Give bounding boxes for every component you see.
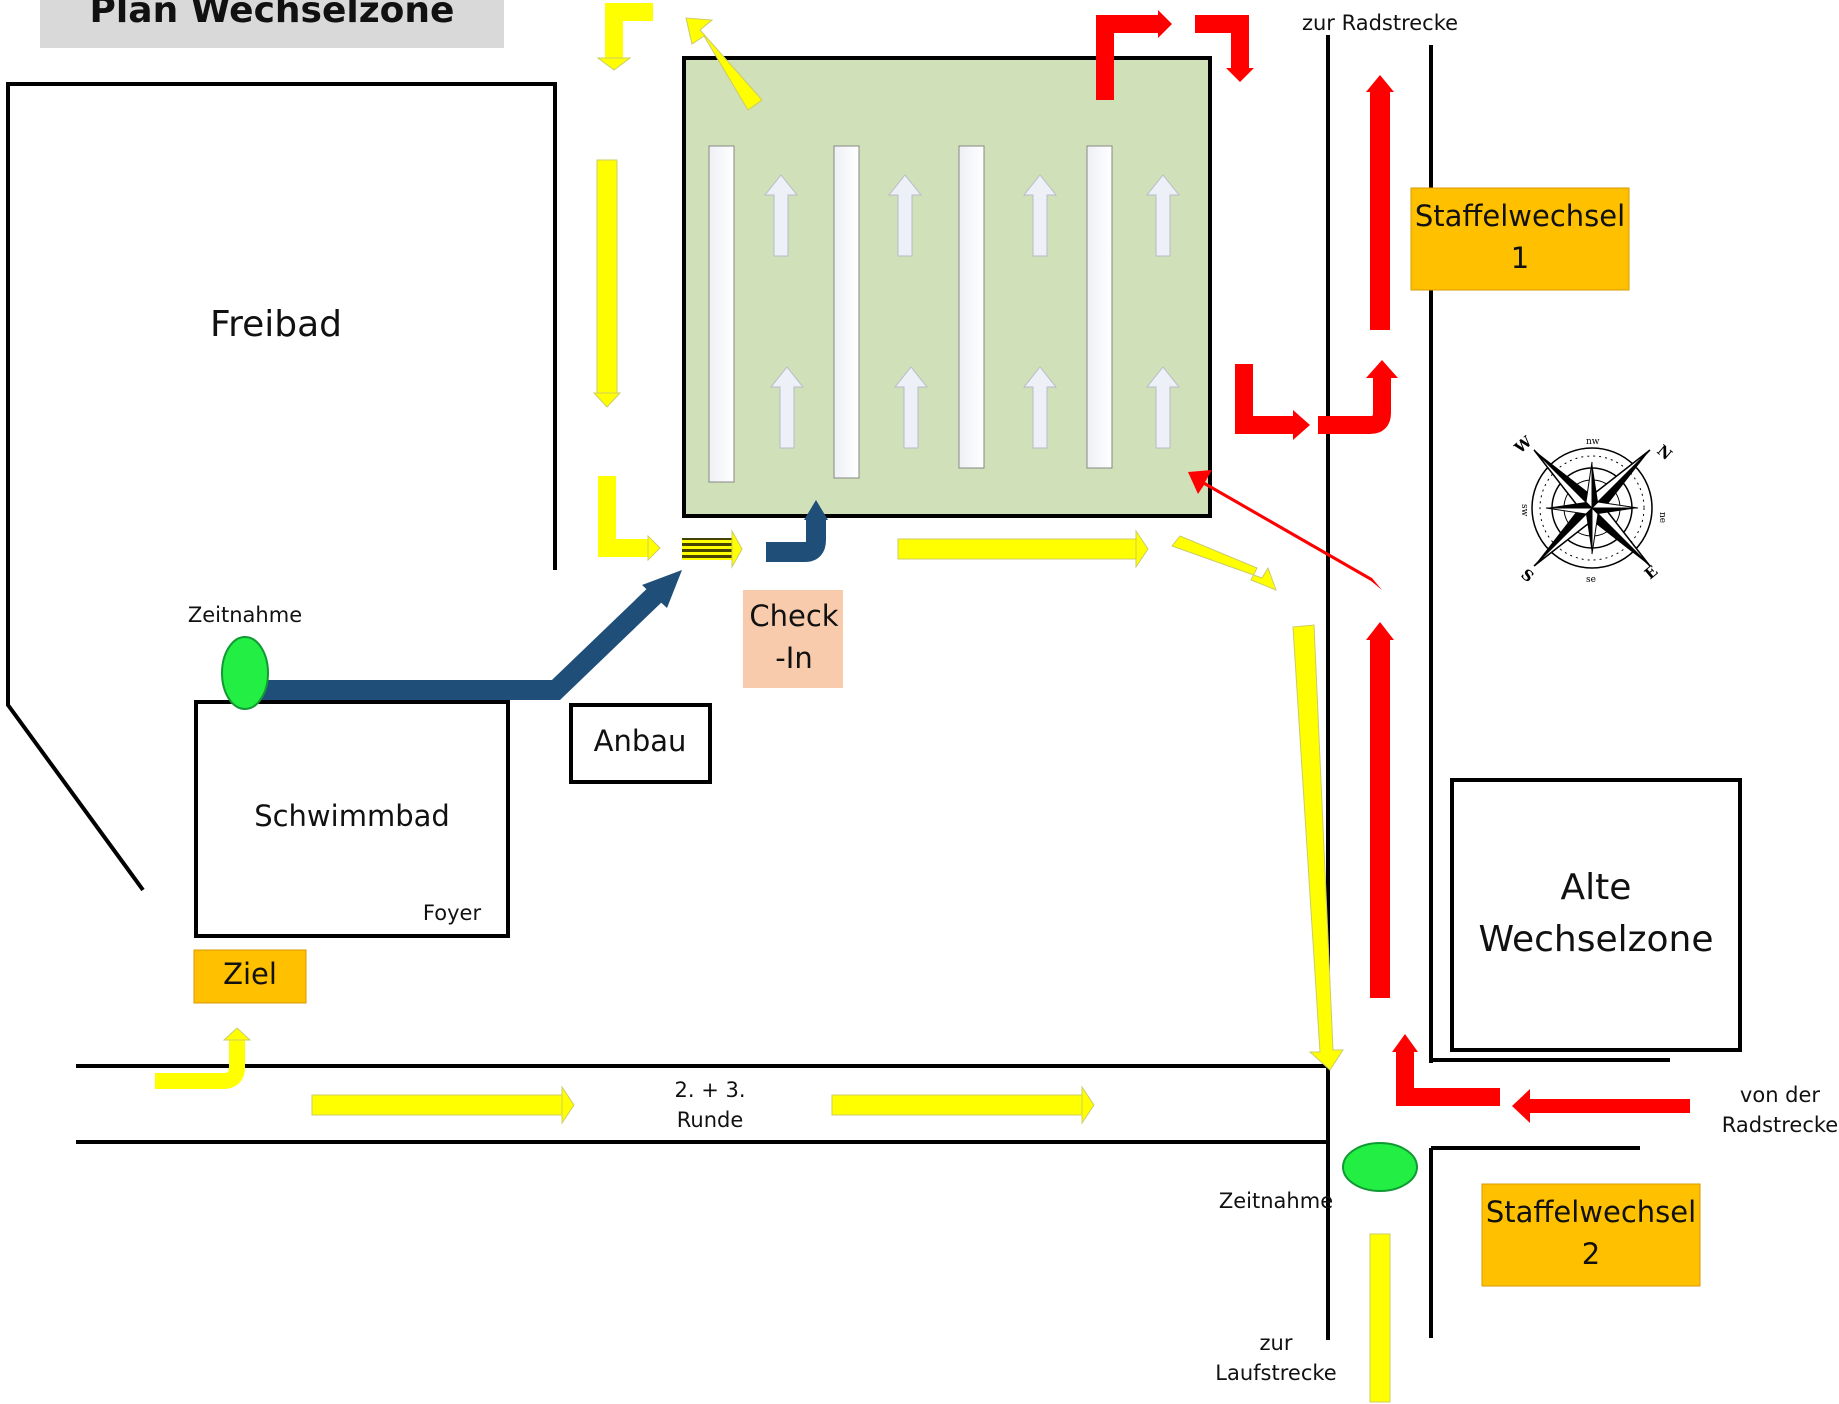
compass-ne: ne bbox=[1657, 512, 1667, 523]
compass-w: W bbox=[1510, 432, 1536, 458]
alte-wechselzone-label-2: Wechselzone bbox=[1478, 919, 1714, 960]
staffelwechsel-1-badge bbox=[1410, 187, 1630, 291]
compass-rose-icon: W N E S nw ne se sw bbox=[1510, 432, 1675, 586]
staffelwechsel-2-label-1: Staffelwechsel bbox=[1485, 1195, 1697, 1229]
timing-point-run bbox=[1342, 1142, 1418, 1192]
freibad-outline bbox=[6, 82, 557, 892]
von-der-label-2: Radstrecke bbox=[1721, 1113, 1839, 1137]
runde-label-2: Runde bbox=[676, 1108, 744, 1132]
zone-direction-arrows bbox=[763, 174, 1181, 449]
bike-rack-3 bbox=[958, 145, 985, 469]
bike-rack-2 bbox=[833, 145, 860, 479]
staffelwechsel-1-label-1: Staffelwechsel bbox=[1414, 199, 1626, 233]
check-in-badge bbox=[743, 590, 843, 688]
run-route bbox=[155, 3, 1391, 1403]
compass-e: E bbox=[1641, 562, 1661, 583]
zur-laufstrecke-label-1: zur bbox=[1259, 1331, 1293, 1355]
check-in-label-2: -In bbox=[775, 641, 813, 675]
bike-rack-1 bbox=[708, 145, 735, 483]
schwimmbad-box bbox=[194, 700, 510, 938]
ziel-label: Ziel bbox=[223, 957, 277, 991]
check-in-label-1: Check bbox=[749, 599, 839, 633]
runde-label-1: 2. + 3. bbox=[674, 1078, 746, 1102]
zeitnahme-top-label: Zeitnahme bbox=[187, 603, 303, 627]
zeitnahme-bottom-label: Zeitnahme bbox=[1218, 1189, 1334, 1213]
schwimmbad-label: Schwimmbad bbox=[254, 799, 450, 833]
anbau-box bbox=[569, 703, 712, 784]
compass-nw: nw bbox=[1586, 437, 1600, 447]
alte-wechselzone-label-1: Alte bbox=[1560, 867, 1632, 908]
alte-wechselzone-box bbox=[1450, 778, 1742, 1052]
staffelwechsel-2-label-2: 2 bbox=[1581, 1237, 1601, 1271]
ziel-badge bbox=[193, 949, 307, 1004]
anbau-label: Anbau bbox=[593, 724, 687, 758]
swim-route bbox=[248, 500, 828, 700]
staffelwechsel-2-badge bbox=[1481, 1183, 1701, 1287]
compass-sw: sw bbox=[1519, 504, 1529, 517]
transition-zone bbox=[682, 56, 1212, 518]
zur-laufstrecke-label-2: Laufstrecke bbox=[1215, 1361, 1337, 1385]
freibad-label: Freibad bbox=[209, 304, 343, 345]
zur-radstrecke-label: zur Radstrecke bbox=[1301, 11, 1459, 35]
foyer-label: Foyer bbox=[422, 901, 482, 925]
timing-point-swim bbox=[221, 636, 269, 710]
bike-route bbox=[1096, 10, 1690, 1123]
bike-rack-4 bbox=[1086, 145, 1113, 469]
title-banner bbox=[40, 0, 504, 48]
compass-se: se bbox=[1586, 575, 1596, 585]
compass-n: N bbox=[1653, 441, 1675, 464]
compass-s: S bbox=[1517, 565, 1537, 586]
von-der-label-1: von der bbox=[1739, 1083, 1821, 1107]
page-title: Plan Wechselzone bbox=[89, 0, 455, 31]
staffelwechsel-1-label-2: 1 bbox=[1510, 241, 1530, 275]
